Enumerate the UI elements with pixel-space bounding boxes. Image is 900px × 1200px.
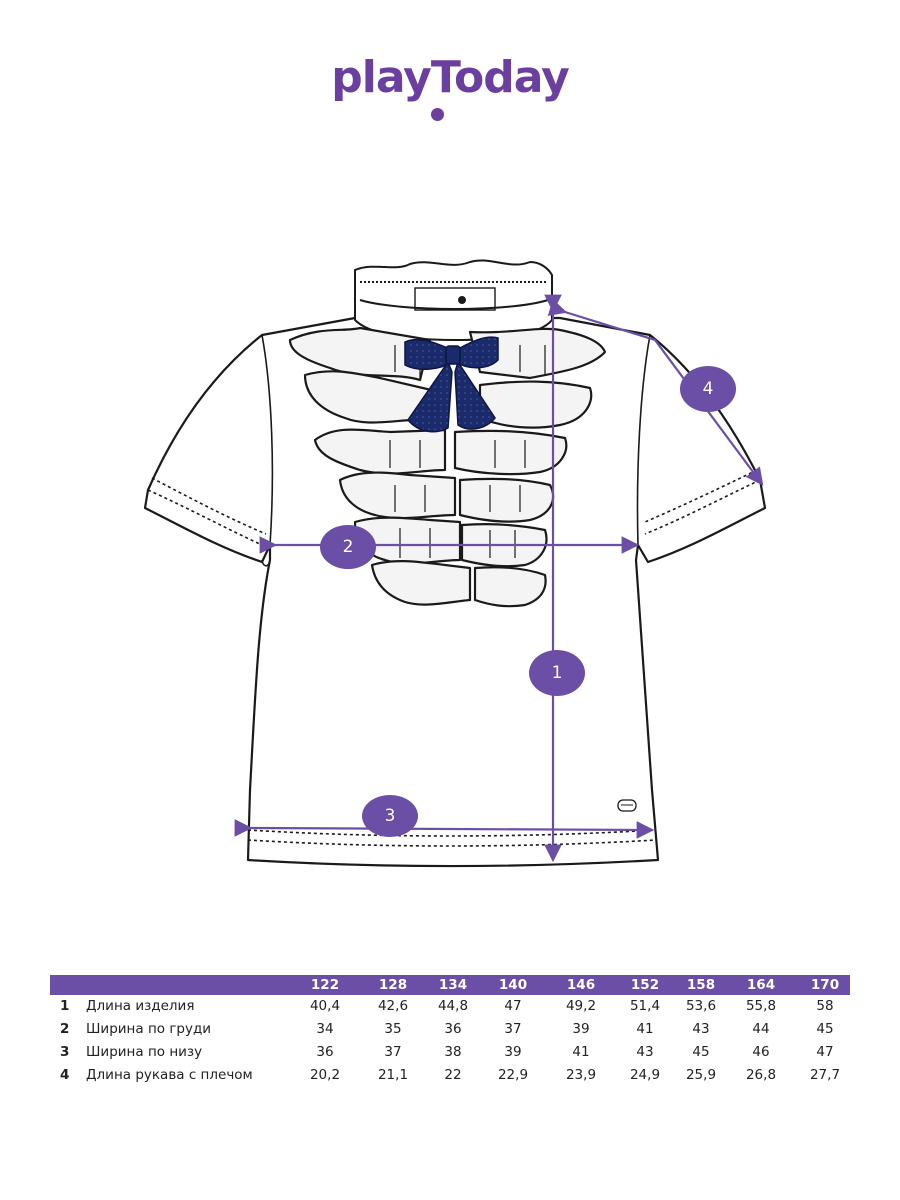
table-cell: 39 <box>504 1044 522 1060</box>
table-cell: 38 <box>444 1044 462 1060</box>
size-header: 170 <box>810 977 840 993</box>
table-cell: 41 <box>572 1044 590 1060</box>
table-cell: 58 <box>816 998 834 1014</box>
measure-badge-1: 1 <box>529 650 585 696</box>
table-row: 2 Ширина по груди 34 35 36 37 39 41 43 4… <box>50 1018 850 1041</box>
size-header: 128 <box>378 977 408 993</box>
row-number: 4 <box>60 1067 70 1083</box>
row-label: Ширина по груди <box>86 1021 212 1037</box>
table-cell: 40,4 <box>309 998 341 1014</box>
size-header: 152 <box>630 977 660 993</box>
brand-label <box>617 799 637 812</box>
table-cell: 55,8 <box>745 998 777 1014</box>
table-cell: 43 <box>636 1044 654 1060</box>
table-cell: 53,6 <box>685 998 717 1014</box>
table-cell: 44,8 <box>437 998 469 1014</box>
table-cell: 49,2 <box>565 998 597 1014</box>
table-cell: 37 <box>384 1044 402 1060</box>
table-cell: 21,1 <box>377 1067 409 1083</box>
table-cell: 24,9 <box>629 1067 661 1083</box>
table-cell: 46 <box>752 1044 770 1060</box>
table-cell: 25,9 <box>685 1067 717 1083</box>
table-cell: 22,9 <box>497 1067 529 1083</box>
table-cell: 22 <box>444 1067 462 1083</box>
table-cell: 34 <box>316 1021 334 1037</box>
table-cell: 51,4 <box>629 998 661 1014</box>
brand-logo: playToday <box>331 52 570 103</box>
row-number: 1 <box>60 998 70 1014</box>
table-cell: 45 <box>816 1021 834 1037</box>
size-header: 164 <box>746 977 776 993</box>
row-label: Длина изделия <box>86 998 195 1014</box>
table-cell: 20,2 <box>309 1067 341 1083</box>
table-cell: 36 <box>444 1021 462 1037</box>
row-label: Длина рукава с плечом <box>86 1067 253 1083</box>
size-header: 146 <box>566 977 596 993</box>
table-cell: 39 <box>572 1021 590 1037</box>
table-cell: 44 <box>752 1021 770 1037</box>
table-cell: 45 <box>692 1044 710 1060</box>
measure-badge-2: 2 <box>320 525 376 569</box>
row-number: 2 <box>60 1021 70 1037</box>
measure-line-4 <box>547 299 764 486</box>
table-cell: 27,7 <box>809 1067 841 1083</box>
size-header: 158 <box>686 977 716 993</box>
size-table: 122 128 134 140 146 152 158 164 170 1 Дл… <box>50 975 850 1087</box>
table-cell: 36 <box>316 1044 334 1060</box>
row-number: 3 <box>60 1044 70 1060</box>
row-label: Ширина по низу <box>86 1044 203 1060</box>
table-cell: 43 <box>692 1021 710 1037</box>
size-header: 140 <box>498 977 528 993</box>
table-cell: 47 <box>504 998 522 1014</box>
ruffle-collar <box>354 259 553 342</box>
size-table-header: 122 128 134 140 146 152 158 164 170 <box>50 975 850 995</box>
table-cell: 42,6 <box>377 998 409 1014</box>
size-header: 134 <box>438 977 468 993</box>
bow <box>404 336 499 433</box>
size-header: 122 <box>310 977 340 993</box>
table-cell: 26,8 <box>745 1067 777 1083</box>
measure-line-3 <box>234 819 655 839</box>
table-row: 1 Длина изделия 40,4 42,6 44,8 47 49,2 5… <box>50 995 850 1018</box>
table-cell: 37 <box>504 1021 522 1037</box>
logo-dot <box>431 108 444 121</box>
measure-badge-3: 3 <box>362 795 418 837</box>
table-row: 3 Ширина по низу 36 37 38 39 41 43 45 46… <box>50 1041 850 1064</box>
table-cell: 23,9 <box>565 1067 597 1083</box>
measure-badge-4: 4 <box>680 366 736 412</box>
table-cell: 47 <box>816 1044 834 1060</box>
table-row: 4 Длина рукава с плечом 20,2 21,1 22 22,… <box>50 1064 850 1087</box>
table-cell: 35 <box>384 1021 402 1037</box>
table-cell: 41 <box>636 1021 654 1037</box>
